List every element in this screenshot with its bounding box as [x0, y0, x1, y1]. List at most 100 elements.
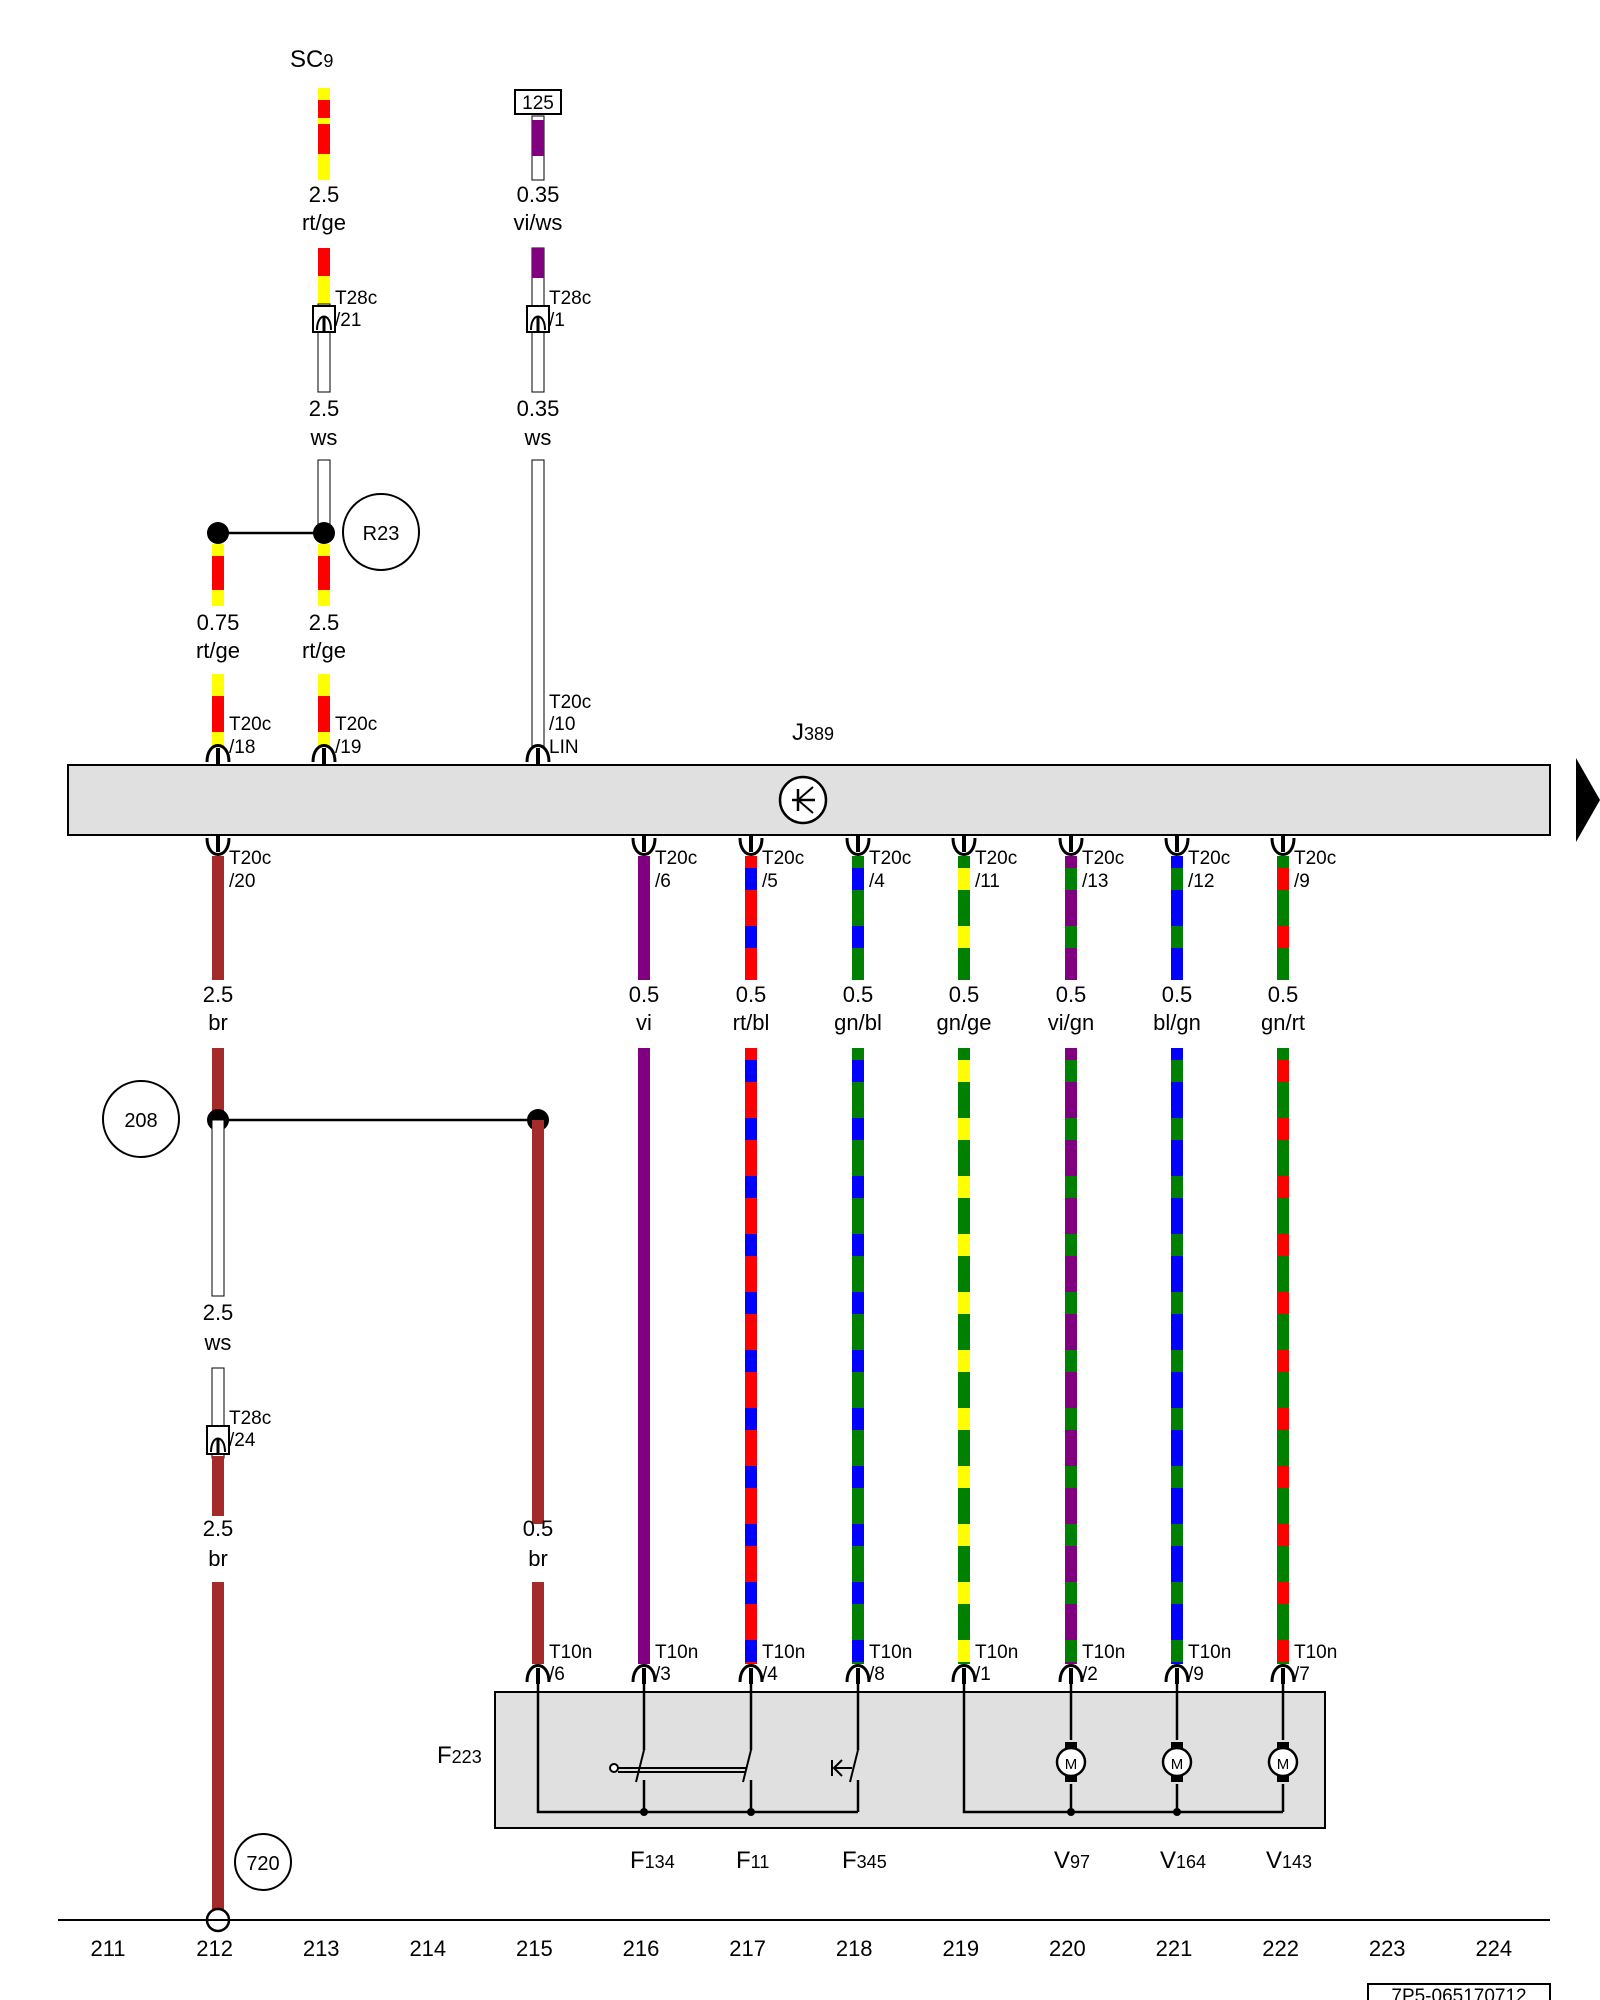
- t10n-6-pin: /6: [549, 1664, 565, 1685]
- t10n-pin-terminal: [738, 1664, 764, 1683]
- wire-gauge: 0.5: [736, 982, 767, 1007]
- w125-wire-top: [531, 115, 545, 181]
- br05-color: br: [528, 1546, 548, 1571]
- t10n-name: T10n: [869, 1642, 912, 1663]
- wire-gauge: 0.5: [629, 982, 660, 1007]
- wire-segment-lower: [745, 1048, 757, 1664]
- br-lower-gauge: 2.5: [203, 1516, 234, 1541]
- f223-module: [494, 1691, 1326, 1829]
- t20c-18-pin: /18: [229, 737, 255, 758]
- wire-segment-upper: [852, 856, 864, 980]
- t28c-21-connector: [312, 305, 336, 333]
- ws-lower-wire: [211, 1119, 225, 1297]
- t20c-pin: /13: [1082, 871, 1108, 892]
- ref-208-label: 208: [124, 1110, 157, 1132]
- t10n-name: T10n: [975, 1642, 1018, 1663]
- t10n-name: T10n: [655, 1642, 698, 1663]
- t20c-name: T20c: [975, 848, 1017, 869]
- v164-label: V164: [1160, 1847, 1206, 1874]
- wire-gauge: 0.5: [1162, 982, 1193, 1007]
- wire-color-code: gn/rt: [1261, 1010, 1305, 1035]
- t10n-6-name: T10n: [549, 1642, 592, 1663]
- ruler-column-label: 215: [516, 1936, 553, 1961]
- wire-segment-upper: [638, 856, 650, 980]
- wire-segment-lower: [958, 1048, 970, 1664]
- ruler-column-label: 219: [942, 1936, 979, 1961]
- splice-dot: [207, 522, 229, 544]
- t20c-pin: /6: [655, 871, 671, 892]
- switch-f134-icon: [609, 1749, 746, 1783]
- v97-label: V97: [1054, 1847, 1090, 1874]
- t28c-24-name: T28c: [229, 1408, 271, 1429]
- t10n-name: T10n: [1188, 1642, 1231, 1663]
- ref-720: [234, 1833, 292, 1891]
- j389-pin-terminal: [631, 837, 657, 856]
- pin-20-terminal: [205, 837, 231, 856]
- left-075-color: rt/ge: [196, 638, 240, 663]
- w125-mid-color: ws: [524, 425, 552, 450]
- t20c-name: T20c: [1082, 848, 1124, 869]
- t20c-name: T20c: [1294, 848, 1336, 869]
- ws-wire-to-r23: [317, 459, 331, 533]
- ruler-column-label: 223: [1369, 1936, 1406, 1961]
- box-125: [514, 89, 562, 115]
- ruler-column-label: 217: [729, 1936, 766, 1961]
- pin-10-terminal: [525, 744, 551, 763]
- t10n-pin-terminal: [1058, 1664, 1084, 1683]
- j389-pin-terminal: [845, 837, 871, 856]
- t20c-19-name: T20c: [335, 714, 377, 735]
- box-125-label: 125: [522, 93, 554, 114]
- t20c-name: T20c: [1188, 848, 1230, 869]
- br-wire-to-208: [212, 1048, 224, 1120]
- ref-720-label: 720: [246, 1853, 279, 1875]
- wire-segment-lower: [1171, 1048, 1183, 1664]
- splice-dot: [313, 522, 335, 544]
- wire-segment-upper: [1065, 856, 1077, 980]
- wire-segment-lower: [1277, 1048, 1289, 1664]
- r23-reference: [342, 493, 420, 571]
- sc9-mid-gauge: 2.5: [309, 396, 340, 421]
- sc9-wire-top: [318, 88, 330, 180]
- ruler-column-label: 211: [90, 1936, 125, 1961]
- r23-label: R23: [363, 523, 400, 545]
- wire-segment-lower: [852, 1048, 864, 1664]
- br05-wire-top: [532, 1120, 544, 1524]
- wire-color-code: vi: [636, 1010, 652, 1035]
- ruler-column-label: 218: [836, 1936, 873, 1961]
- t20c-18-name: T20c: [229, 714, 271, 735]
- ws-lower-gauge: 2.5: [203, 1300, 234, 1325]
- motor-v143-symbol: M: [1277, 1756, 1290, 1773]
- ws-lower-color: ws: [204, 1330, 232, 1355]
- junction-dot: [640, 1808, 648, 1816]
- f134-label: F134: [630, 1847, 675, 1874]
- junction-dot: [1067, 1808, 1075, 1816]
- t20c-pin: /11: [975, 871, 1000, 892]
- w125-top-gauge: 0.35: [517, 182, 560, 207]
- motor-v164-symbol: M: [1171, 1756, 1184, 1773]
- junction-dot: [1173, 1808, 1181, 1816]
- t20c-name: T20c: [762, 848, 804, 869]
- t10n-pin: /3: [655, 1664, 671, 1685]
- pin-20-gauge: 2.5: [203, 982, 234, 1007]
- t28c-1-connector: [526, 305, 550, 333]
- w125-wire-upper: [531, 247, 545, 393]
- t10n-name: T10n: [762, 1642, 805, 1663]
- t20c-10-pin: /10: [549, 714, 575, 735]
- t20c-20-name: T20c: [229, 848, 271, 869]
- t10n-pin: /4: [762, 1664, 778, 1685]
- t20c-pin: /9: [1294, 871, 1310, 892]
- t10n-pin-terminal: [631, 1664, 657, 1683]
- t28c-24-connector: [206, 1425, 230, 1455]
- v143-label: V143: [1266, 1847, 1312, 1874]
- t28c-1-pin: /1: [549, 310, 565, 331]
- left-075-wire: [212, 544, 224, 606]
- ruler-column-label: 221: [1156, 1936, 1193, 1961]
- wire-segment-upper: [745, 856, 757, 980]
- br-lower-color: br: [208, 1546, 228, 1571]
